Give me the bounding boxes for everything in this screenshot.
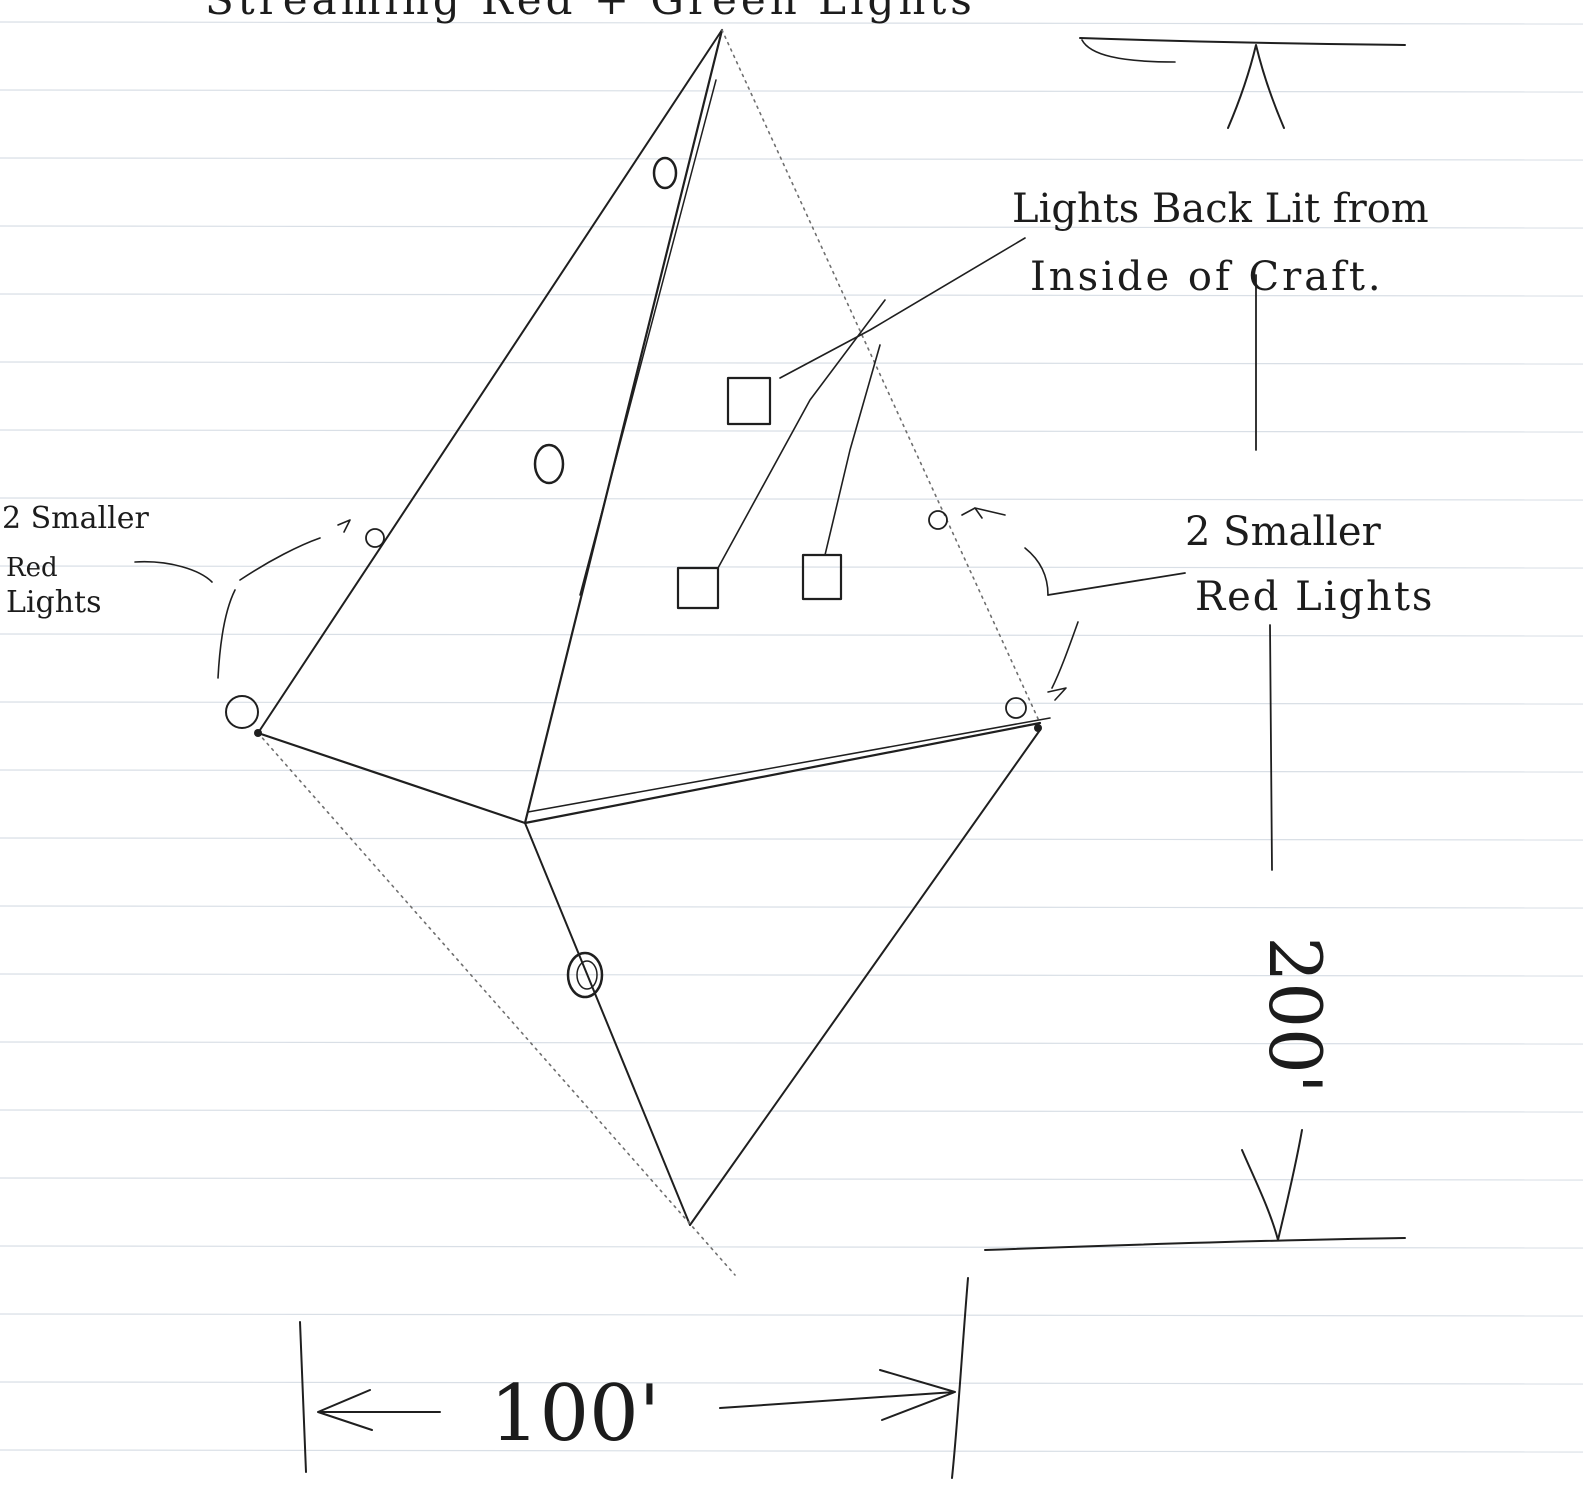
leader-right-red-lights-lower-hook [1052, 622, 1078, 688]
ruled-line [0, 906, 1583, 908]
arrow-left-upper [338, 520, 350, 532]
width-right-arrow [720, 1370, 955, 1420]
craft-lights [226, 158, 1042, 997]
small-red-light-right-lower [1006, 698, 1026, 718]
ruled-line [0, 1246, 1583, 1248]
leader-lights-note-lower-left [718, 300, 885, 568]
ruled-line [0, 566, 1583, 568]
leader-left-red-lights-hook [135, 562, 212, 582]
edge-center-right-double [528, 718, 1050, 812]
ruled-line [0, 838, 1583, 840]
edge-right-bottom [690, 730, 1040, 1225]
ruled-line [0, 1314, 1583, 1316]
hidden-edge-apex-right [722, 30, 1040, 723]
width-dimension: 100' [300, 1278, 968, 1478]
edge-left-center [258, 733, 525, 823]
small-red-light-left-upper [366, 529, 384, 547]
lights-note-line-2: Inside of Craft. [1030, 254, 1384, 300]
edge-center-right [525, 723, 1040, 823]
ruled-line [0, 702, 1583, 704]
height-top-arrow [1228, 45, 1284, 128]
ruled-line [0, 1178, 1583, 1180]
left-note-line-3: Lights [6, 585, 102, 620]
edge-apex-center-double [580, 80, 716, 595]
height-top-baseline-hook [1082, 40, 1175, 62]
leader-lights-note-lower-right [825, 345, 880, 555]
width-right-bar [952, 1278, 968, 1478]
arrow-right-upper [962, 508, 1005, 518]
vertex-dot-left [254, 729, 262, 737]
height-line-middle [1270, 625, 1272, 870]
ruled-line [0, 498, 1583, 500]
round-light-middle [535, 445, 563, 483]
width-dimension-label: 100' [490, 1369, 660, 1459]
leader-lines [135, 238, 1185, 700]
vertex-dot-right [1034, 724, 1042, 732]
edge-center-bottom [525, 823, 690, 1225]
small-red-light-left-lower [226, 696, 258, 728]
handwritten-notes: Streaming Red + Green Lights Lights Back… [2, 0, 1434, 620]
square-light-lower-left [678, 568, 718, 608]
edge-apex-center [525, 30, 722, 823]
small-red-light-right-upper [929, 511, 947, 529]
lights-note-line-1: Lights Back Lit from [1012, 186, 1429, 232]
leader-left-red-lights-upper [240, 538, 320, 580]
width-left-arrow [318, 1390, 440, 1430]
ruled-line [0, 1382, 1583, 1384]
ruled-line [0, 1042, 1583, 1044]
ruled-line [0, 158, 1583, 160]
ruled-line [0, 974, 1583, 976]
right-note-line-2: Red Lights [1195, 574, 1434, 620]
leader-lights-note [780, 238, 1025, 378]
craft-outline [258, 30, 1050, 1275]
height-top-baseline [1080, 38, 1405, 45]
height-dimension-label: 200' [1253, 936, 1337, 1093]
square-light-lower-right [803, 555, 841, 599]
height-bottom-arrow [1242, 1130, 1302, 1240]
edge-apex-left [258, 30, 722, 733]
width-left-bar [300, 1322, 306, 1472]
leader-right-red-lights [1048, 573, 1185, 595]
left-note-line-2: Red [6, 553, 58, 583]
ruled-line [0, 1450, 1583, 1452]
leader-right-red-lights-upper-hook [1025, 548, 1048, 595]
left-note-line-1: 2 Smaller [2, 501, 149, 536]
ruled-line [0, 90, 1583, 92]
ruled-line [0, 634, 1583, 636]
arrow-right-lower [1048, 688, 1066, 700]
notebook-ruled-lines [0, 22, 1583, 1452]
ruled-line [0, 1110, 1583, 1112]
ruled-line [0, 430, 1583, 432]
round-light-top [654, 158, 676, 188]
right-note-line-1: 2 Smaller [1185, 509, 1382, 555]
ruled-line [0, 362, 1583, 364]
top-caption: Streaming Red + Green Lights [205, 0, 976, 24]
square-light-upper [728, 378, 770, 424]
